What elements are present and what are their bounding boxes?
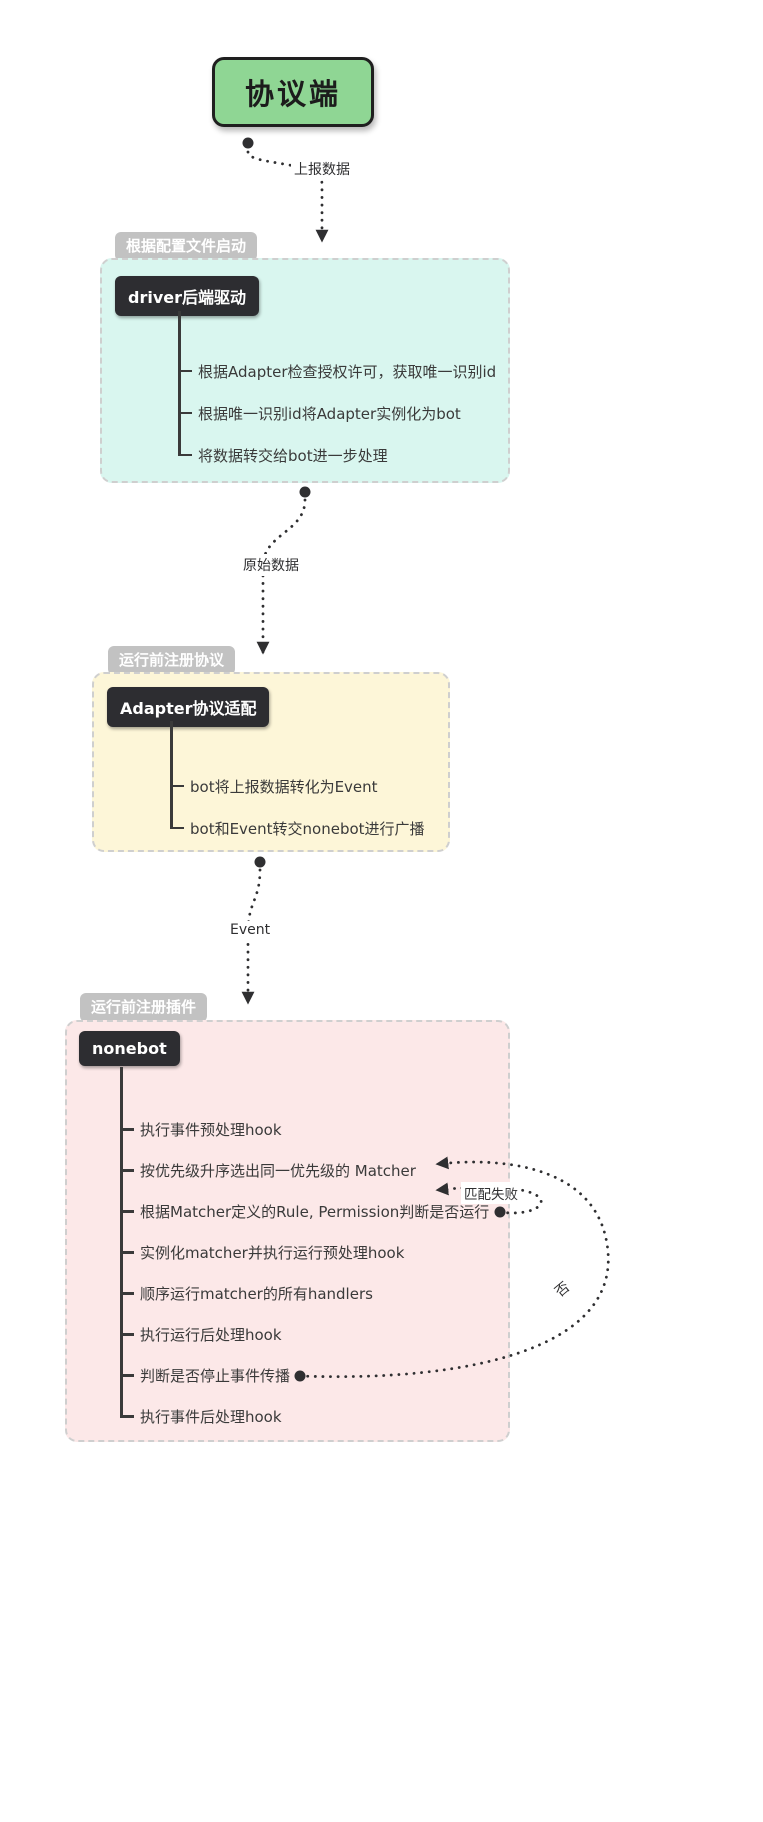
- tree-adapter: bot将上报数据转化为Event bot和Event转交nonebot进行广播: [170, 765, 425, 849]
- tree-item-label: 将数据转交给bot进一步处理: [198, 446, 388, 465]
- tree-item: 根据Adapter检查授权许可，获取唯一识别id: [178, 350, 496, 392]
- tree-item-label: 实例化matcher并执行运行预处理hook: [140, 1244, 405, 1262]
- tree-connector-tick: [120, 1415, 134, 1418]
- tree-connector-tick: [170, 784, 184, 788]
- tree-item-label: 根据Adapter检查授权许可，获取唯一识别id: [198, 362, 497, 381]
- tree-item: 根据Matcher定义的Rule, Permission判断是否运行: [120, 1191, 489, 1232]
- edge-label-no: 否: [547, 1274, 577, 1304]
- tree-item-label: 按优先级升序选出同一优先级的 Matcher: [140, 1162, 416, 1180]
- tree-item-label: bot和Event转交nonebot进行广播: [190, 819, 425, 838]
- tree-item-label: 根据Matcher定义的Rule, Permission判断是否运行: [140, 1203, 490, 1221]
- tree-item: 判断是否停止事件传播: [120, 1355, 489, 1396]
- group-adapter: Adapter协议适配 bot将上报数据转化为Event bot和Event转交…: [92, 672, 450, 852]
- tree-item-label: 根据唯一识别id将Adapter实例化为bot: [198, 404, 461, 423]
- edge-label-match-fail: 匹配失败: [461, 1182, 521, 1204]
- tree-item: 顺序运行matcher的所有handlers: [120, 1273, 489, 1314]
- tree-item: 将数据转交给bot进一步处理: [178, 434, 496, 476]
- tree-item: 实例化matcher并执行运行预处理hook: [120, 1232, 489, 1273]
- tree-connector-tick: [178, 369, 192, 373]
- tree-trunk: [170, 721, 173, 828]
- tree-item-label: 执行事件预处理hook: [140, 1121, 282, 1139]
- anchor-dot: [242, 137, 254, 149]
- tree-connector-tick: [120, 1128, 134, 1131]
- node-driver-badge: driver后端驱动: [115, 276, 260, 316]
- tree-connector-tick: [120, 1251, 134, 1254]
- tree-connector-tick: [120, 1374, 134, 1377]
- anchor-dot: [254, 856, 266, 868]
- tree-trunk: [178, 311, 181, 456]
- edge-raw-data-arrow: [256, 498, 307, 655]
- edge-label-report-data: 上报数据: [291, 158, 353, 180]
- tree-item-label: 执行事件后处理hook: [140, 1408, 282, 1426]
- tree-connector-tick: [120, 1169, 134, 1172]
- tree-item: bot和Event转交nonebot进行广播: [170, 807, 425, 849]
- group-tab-config-launch: 根据配置文件启动: [115, 232, 258, 261]
- group-tab-register-protocol: 运行前注册协议: [108, 646, 236, 675]
- tree-driver: 根据Adapter检查授权许可，获取唯一识别id 根据唯一识别id将Adapte…: [178, 350, 496, 476]
- node-adapter-badge: Adapter协议适配: [107, 687, 270, 727]
- tree-connector-tick: [120, 1333, 134, 1336]
- tree-connector-tick: [178, 453, 192, 457]
- tree-item: bot将上报数据转化为Event: [170, 765, 425, 807]
- edge-label-event: Event: [227, 921, 274, 939]
- group-nonebot: nonebot 执行事件预处理hook 按优先级升序选出同一优先级的 Match…: [65, 1020, 510, 1442]
- edge-label-raw-data: 原始数据: [240, 554, 302, 576]
- tree-item: 按优先级升序选出同一优先级的 Matcher: [120, 1150, 489, 1191]
- node-protocol-endpoint-label: 协议端: [244, 77, 341, 111]
- group-tab-register-plugin: 运行前注册插件: [80, 993, 208, 1022]
- tree-connector-tick: [120, 1292, 134, 1295]
- tree-item-label: 执行运行后处理hook: [140, 1326, 282, 1344]
- tree-item-label: bot将上报数据转化为Event: [190, 777, 378, 796]
- tree-item-label: 判断是否停止事件传播: [140, 1367, 291, 1385]
- tree-item: 执行事件后处理hook: [120, 1396, 489, 1437]
- tree-connector-tick: [170, 826, 184, 830]
- node-protocol-endpoint: 协议端: [212, 57, 374, 127]
- tree-nonebot: 执行事件预处理hook 按优先级升序选出同一优先级的 Matcher 根据Mat…: [120, 1109, 489, 1437]
- tree-item: 根据唯一识别id将Adapter实例化为bot: [178, 392, 496, 434]
- tree-trunk: [120, 1067, 123, 1418]
- tree-item: 执行事件预处理hook: [120, 1109, 489, 1150]
- group-driver: driver后端驱动 根据Adapter检查授权许可，获取唯一识别id 根据唯一…: [100, 258, 510, 483]
- node-nonebot-badge: nonebot: [79, 1031, 180, 1066]
- anchor-dot: [299, 486, 311, 498]
- tree-connector-tick: [120, 1210, 134, 1213]
- tree-item: 执行运行后处理hook: [120, 1314, 489, 1355]
- tree-item-label: 顺序运行matcher的所有handlers: [140, 1285, 373, 1303]
- tree-connector-tick: [178, 411, 192, 415]
